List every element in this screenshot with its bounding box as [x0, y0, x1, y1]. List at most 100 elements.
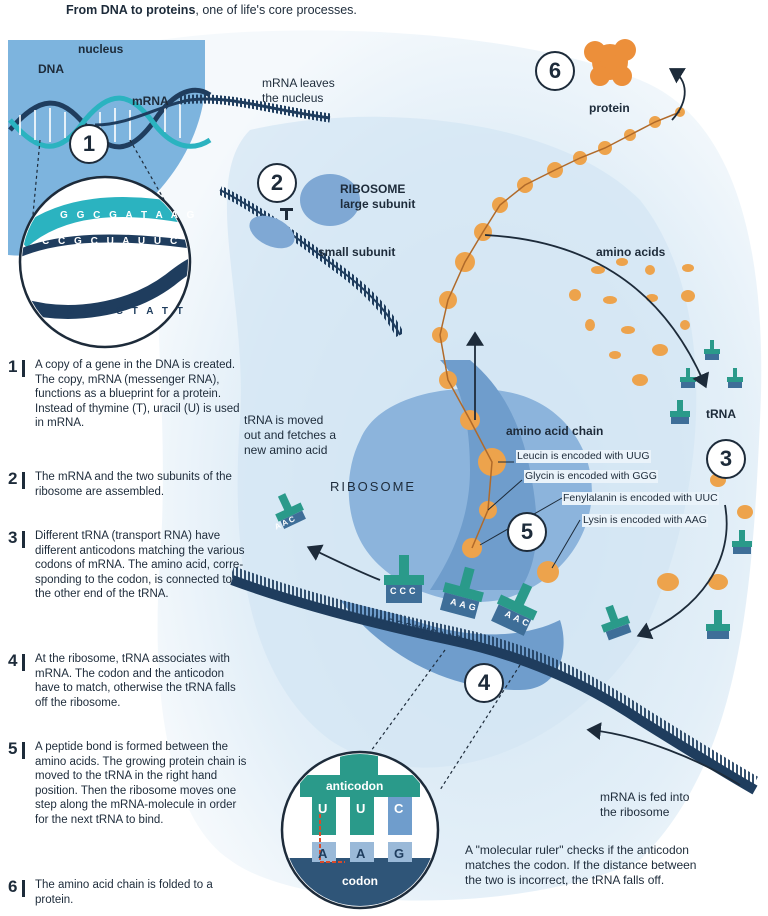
- caption-bold: From DNA to proteins: [66, 3, 196, 17]
- circle-number-2: 2: [257, 163, 297, 203]
- dna-bot-1: G: [66, 306, 78, 317]
- dna-bot-8: T: [176, 306, 186, 317]
- dna-top-8: G: [186, 210, 198, 221]
- step-2-bar: [22, 472, 25, 489]
- step-5-bar: [22, 742, 25, 759]
- free-trna-1: [704, 340, 720, 360]
- ruler-text-3: the two is incorrect, the tRNA falls off…: [465, 873, 665, 887]
- dna-bot-5: T: [131, 306, 141, 317]
- amino-acids-label: amino acids: [596, 245, 666, 259]
- ribosome-small-subunit: [249, 215, 295, 249]
- free-trna-moved: [275, 493, 306, 529]
- arrow-aminoacids-to-trna: [484, 234, 710, 389]
- mrna-leaves-label-2: the nucleus: [262, 91, 324, 105]
- protein-blob: [584, 39, 636, 86]
- caption-rest: , one of life's core processes.: [195, 3, 357, 17]
- dna-mid-2: G: [74, 236, 85, 247]
- ribosome-large-subunit: [300, 174, 360, 226]
- mrna-leaves-label-1: mRNA leaves: [262, 76, 335, 90]
- trna-at-ribosome-1: [384, 555, 424, 603]
- ribosome-center-label: RIBOSOME: [330, 479, 417, 494]
- amino-acid-chain-label: amino acid chain: [506, 424, 604, 438]
- dna-mid-4: U: [106, 236, 117, 247]
- ribosome-large-label-1: RIBOSOME: [340, 182, 406, 196]
- ic-1: A: [356, 846, 366, 861]
- mrna-label: mRNA: [132, 94, 169, 108]
- step-1-number: 1: [8, 357, 18, 376]
- dna-mid-5: A: [122, 236, 133, 247]
- step-3-number: 3: [8, 528, 18, 547]
- dna-top-4: A: [125, 210, 136, 221]
- dna-bot-0: G: [50, 306, 61, 317]
- ia-1: U: [356, 801, 366, 816]
- step-6-number: 6: [8, 877, 18, 896]
- dna-bot-2: C: [83, 306, 94, 317]
- free-trna-5: [732, 530, 752, 554]
- step-1-bar: [22, 360, 25, 377]
- step-6-bar: [22, 880, 25, 897]
- dna-mid-6: U: [137, 236, 149, 247]
- step-4-bar: [22, 654, 25, 671]
- mrna-fed-label-2: the ribosome: [600, 805, 670, 819]
- circle-number-5: 5: [507, 512, 547, 552]
- dna-mid-3: C: [90, 236, 101, 247]
- ia-2: C: [394, 801, 404, 816]
- step-4-number: 4: [8, 651, 18, 670]
- ribosome-large-label-2: large subunit: [340, 197, 416, 211]
- dna-bot-6: A: [146, 306, 157, 317]
- free-trna-2: [727, 368, 743, 388]
- step-2-text: The mRNA and the two subunits of the rib…: [35, 471, 232, 498]
- ruler-text-2: matches the codon. If the distance betwe…: [465, 858, 697, 872]
- dna-bot-7: T: [161, 306, 171, 317]
- dna-bot-3: G: [99, 306, 110, 317]
- ic-2: G: [394, 846, 405, 861]
- dna-top-2: C: [93, 210, 104, 221]
- codon-note-leucin: Leucin is encoded with UUG: [516, 450, 651, 463]
- dna-letters-bottom: G G C G C T A T T: [50, 306, 186, 317]
- dna-top-0: G: [60, 210, 71, 221]
- trna-moved-label-3: new amino acid: [244, 443, 328, 457]
- dna-top-1: G: [76, 210, 88, 221]
- dna-letters-mid: C C G C U A U U C: [42, 236, 180, 247]
- codon-label: codon: [342, 874, 378, 888]
- anticodon-group-1: CCC: [390, 586, 419, 596]
- mrna-fed-label-1: mRNA is fed into: [600, 790, 690, 804]
- step-3-bar: [22, 531, 25, 548]
- ac1-1: C: [399, 586, 409, 596]
- trna-label: tRNA: [706, 407, 736, 421]
- circle-number-6: 6: [535, 51, 575, 91]
- dna-bot-4: C: [115, 306, 126, 317]
- arrow-trna-moved: [306, 544, 381, 581]
- dna-label: DNA: [38, 62, 64, 76]
- ruler-text-1: A "molecular ruler" checks if the antico…: [465, 843, 689, 857]
- dna-mid-7: U: [153, 236, 165, 247]
- anticodon-label: anticodon: [326, 779, 384, 793]
- trna-at-ribosome-3: [491, 582, 538, 636]
- dna-top-3: G: [109, 210, 120, 221]
- step-5-number: 5: [8, 739, 18, 758]
- free-trna-7: [706, 610, 730, 639]
- trna-moved-label-2: out and fetches a: [244, 428, 337, 442]
- free-trna-4: [670, 400, 690, 424]
- circle-number-3: 3: [706, 439, 746, 479]
- step-2-number: 2: [8, 469, 18, 488]
- nucleus-label: nucleus: [78, 42, 124, 56]
- ac1-2: C: [409, 586, 419, 596]
- circle-number-1: 1: [69, 124, 109, 164]
- ac1-0: C: [390, 586, 400, 596]
- dna-top-5: T: [140, 210, 151, 221]
- circle-number-4: 4: [464, 663, 504, 703]
- trna-moved-label-1: tRNA is moved: [244, 413, 324, 427]
- dna-mid-8: C: [169, 236, 181, 247]
- caption: From DNA to proteins, one of life's core…: [66, 3, 357, 18]
- free-amino-acids: [569, 258, 753, 591]
- ic-0: A: [318, 846, 328, 861]
- dna-mid-0: C: [42, 236, 53, 247]
- mrna-main-strand: [230, 575, 758, 795]
- step-5-text: A peptide bond is formed between the ami…: [35, 741, 247, 826]
- dna-mid-1: C: [58, 236, 69, 247]
- free-trna-6: [601, 604, 632, 641]
- codon-note-glycin: Glycin is encoded with GGG: [524, 470, 658, 483]
